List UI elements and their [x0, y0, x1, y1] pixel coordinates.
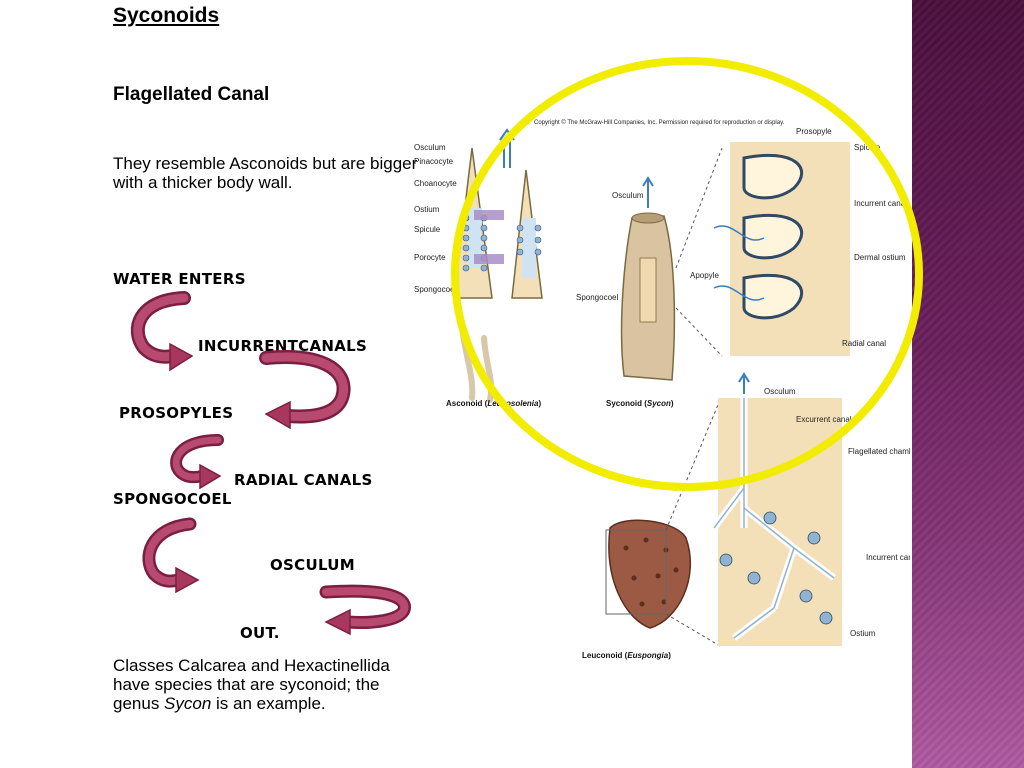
label-leuconoid-ostium: Ostium — [850, 629, 876, 638]
label-pinacocyte: Pinacocyte — [414, 157, 454, 166]
classes-paragraph: Classes Calcarea and Hexactinellida have… — [113, 656, 413, 713]
flow-step-osculum: OSCULUM — [270, 556, 355, 574]
label-radial-canal: Radial canal — [842, 339, 886, 348]
classes-text: Classes Calcarea and Hexactinellida have… — [113, 656, 390, 713]
label-flagellated-chamber: Flagellated chamber — [848, 447, 910, 456]
curved-arrow-1-icon — [130, 291, 194, 372]
classes-text-end: is an example. — [211, 694, 326, 713]
flow-step-out: OUT. — [240, 624, 280, 642]
genus-name: Sycon — [164, 694, 212, 713]
label-syconoid-spongocoel: Spongocoel — [576, 293, 618, 302]
flow-step-spongocoel: SPONGOCOEL — [113, 490, 232, 508]
label-spicule: Spicule — [414, 225, 441, 234]
label-dermal-ostium: Dermal ostium — [854, 253, 906, 262]
slide-subtitle: Flagellated Canal — [113, 84, 270, 105]
syconoid-wall-detail: Prosopyle Spicule Incurrent canal Dermal… — [675, 127, 907, 357]
curved-arrow-5-icon — [319, 584, 411, 636]
flow-step-radial-canals: RADIAL CANALS — [234, 471, 373, 489]
syconoid-drawing: Osculum Spongocoel Syconoid (Sycon) — [576, 176, 676, 408]
curved-arrow-3-icon — [170, 434, 224, 490]
leuconoid-drawing: Osculum Excurrent canal Flagellated cham… — [582, 372, 910, 660]
slide-title: Syconoids — [113, 4, 220, 27]
highlight-circle — [451, 57, 923, 491]
curved-arrow-4-icon — [142, 517, 200, 594]
decorative-sidebar — [912, 0, 1024, 768]
label-choanocyte: Choanocyte — [414, 179, 457, 188]
leuconoid-caption: Leuconoid (Euspongia) — [582, 651, 671, 660]
copyright-notice: Copyright © The McGraw-Hill Companies, I… — [534, 119, 785, 126]
label-apopyle: Apopyle — [690, 271, 719, 280]
label-detail-incurrent-canal: Incurrent canal — [854, 199, 907, 208]
label-porocyte: Porocyte — [414, 253, 446, 262]
flow-step-water-enters: WATER ENTERS — [113, 270, 246, 288]
flow-step-prosopyles: PROSOPYLES — [119, 404, 234, 422]
label-osculum: Osculum — [414, 143, 446, 152]
label-ostium: Ostium — [414, 205, 440, 214]
label-syconoid-osculum: Osculum — [612, 191, 644, 200]
sponge-body-types-figure: Copyright © The McGraw-Hill Companies, I… — [414, 119, 910, 660]
curved-arrow-2-icon — [259, 350, 351, 430]
label-spongocoel: Spongocoel — [414, 285, 456, 294]
flow-step-incurrent-canals: INCURRENTCANALS — [198, 337, 368, 355]
label-excurrent-canal: Excurrent canal — [796, 415, 852, 424]
label-leuconoid-incurrent-canal: Incurrent canal — [866, 553, 910, 562]
label-detail-spicule: Spicule — [854, 143, 881, 152]
label-prosopyle: Prosopyle — [796, 127, 832, 136]
label-leuconoid-osculum: Osculum — [764, 387, 796, 396]
asconoid-drawing: Osculum Pinacocyte Choanocyte Ostium Spi… — [414, 128, 543, 408]
asconoid-caption: Asconoid (Leucosolenia) — [446, 399, 541, 408]
syconoid-caption: Syconoid (Sycon) — [606, 399, 674, 408]
description-paragraph: They resemble Asconoids but are bigger w… — [113, 154, 418, 192]
